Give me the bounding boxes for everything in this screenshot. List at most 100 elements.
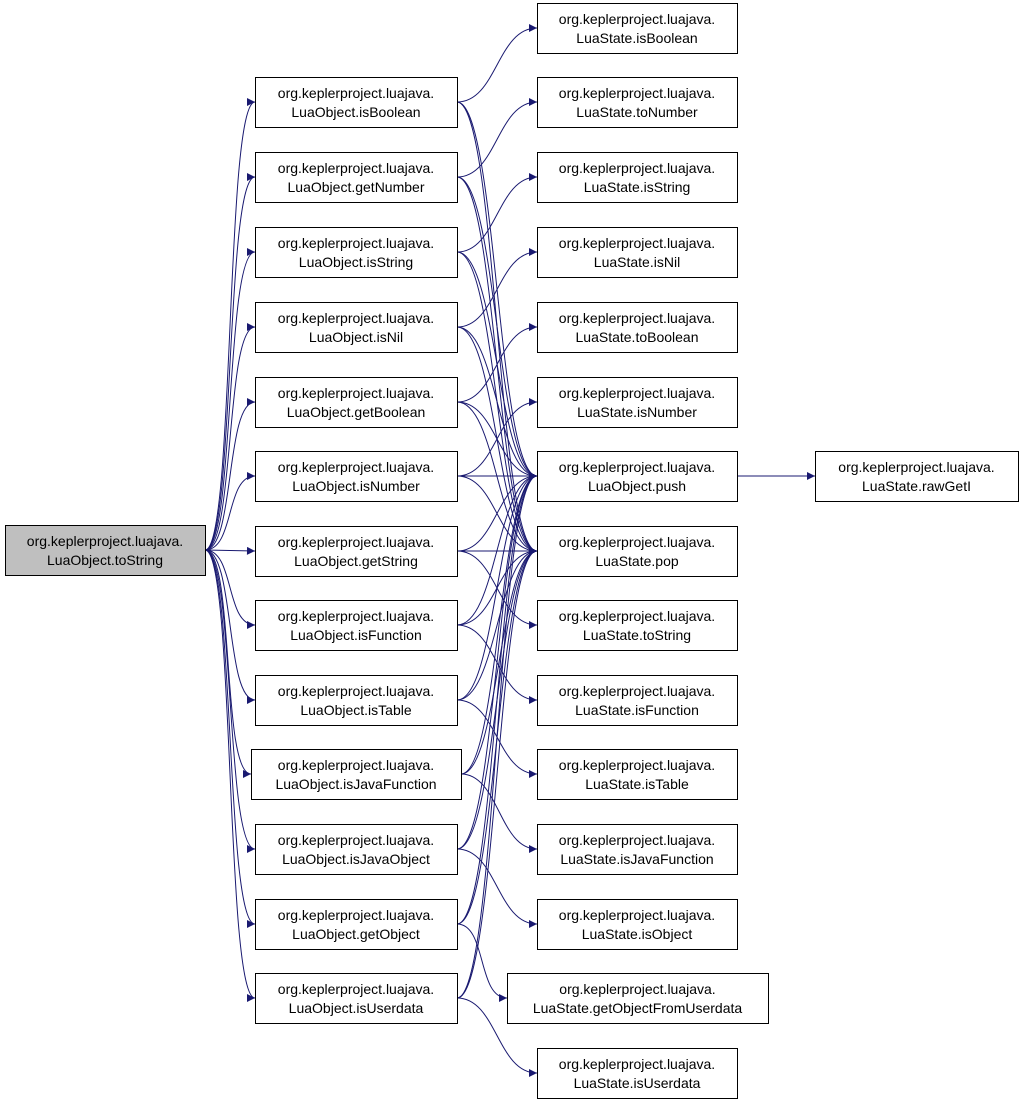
node-method-label: LuaState.getObjectFromUserdata: [533, 1000, 743, 1016]
node-package-label: org.keplerproject.luajava.: [559, 310, 715, 326]
node-method-label: LuaObject.getNumber: [288, 179, 425, 195]
edge-root-to-lo-get-string: [204, 546, 256, 555]
node-method-label: LuaObject.getString: [294, 553, 418, 569]
node-ls-is-function[interactable]: org.keplerproject.luajava.LuaState.isFun…: [537, 675, 738, 726]
node-box: [255, 899, 458, 950]
node-method-label: LuaObject.push: [588, 478, 686, 494]
node-box: [537, 824, 738, 875]
edge-lo-is-java-function-to-ls-pop: [460, 547, 538, 775]
node-package-label: org.keplerproject.luajava.: [278, 832, 434, 848]
node-lo-is-boolean[interactable]: org.keplerproject.luajava.LuaObject.isBo…: [255, 77, 458, 128]
edge-root-to-lo-is-boolean: [204, 98, 256, 551]
edge-lo-is-java-object-to-ls-is-object: [456, 848, 538, 928]
node-box: [537, 899, 738, 950]
node-method-label: LuaObject.isNumber: [292, 478, 420, 494]
node-lo-get-string[interactable]: org.keplerproject.luajava.LuaObject.getS…: [255, 526, 458, 577]
node-ls-to-boolean[interactable]: org.keplerproject.luajava. LuaState.toBoo…: [537, 302, 738, 353]
node-lo-get-object[interactable]: org.keplerproject.luajava.LuaObject.getO…: [255, 899, 458, 950]
node-package-label: org.keplerproject.luajava.: [559, 608, 715, 624]
nodes-layer: org.keplerproject.luajava. LuaObject.toSt…: [5, 3, 1019, 1099]
node-lo-is-string[interactable]: org.keplerproject.luajava.LuaObject.isSt…: [255, 227, 458, 278]
node-box: [251, 749, 462, 800]
node-package-label: org.keplerproject.luajava.: [559, 85, 715, 101]
edge-lo-get-number-to-ls-to-number: [456, 98, 538, 178]
node-box: [255, 526, 458, 577]
node-ls-is-string[interactable]: org.keplerproject.luajava.LuaState.isStr…: [537, 152, 738, 203]
node-ls-get-object-from-userdata[interactable]: org.keplerproject.luajava.LuaState.getOb…: [507, 973, 769, 1024]
edge-lo-is-string-to-ls-is-string: [456, 173, 538, 253]
node-method-label: LuaState.isNil: [594, 254, 680, 270]
node-box: [537, 526, 738, 577]
node-package-label: org.keplerproject.luajava.: [278, 757, 434, 773]
edge-root-to-lo-is-java-function: [204, 549, 252, 778]
edge-root-to-lo-is-java-object: [204, 549, 256, 853]
edge-lo-is-table-to-ls-pop: [456, 547, 538, 701]
edge-lo-get-object-to-ls-get-object-from-userdata: [456, 923, 508, 1002]
node-ls-is-nil[interactable]: org.keplerproject.luajava.LuaState.isNil: [537, 227, 738, 278]
edge-lo-is-table-to-lo-push: [456, 472, 538, 701]
edge-root-to-lo-get-number: [204, 173, 256, 551]
node-method-label: LuaObject.isBoolean: [291, 104, 420, 120]
node-package-label: org.keplerproject.luajava.: [278, 907, 434, 923]
node-box: [255, 377, 458, 428]
node-ls-is-userdata[interactable]: org.keplerproject.luajava.LuaState.isUse…: [537, 1048, 738, 1099]
node-method-label: LuaObject.isJavaObject: [282, 851, 430, 867]
node-method-label: LuaState.toBoolean: [576, 329, 699, 345]
node-ls-is-object[interactable]: org.keplerproject.luajava.LuaState.isObj…: [537, 899, 738, 950]
node-method-label: LuaState.isString: [584, 179, 691, 195]
node-ls-is-table[interactable]: org.keplerproject.luajava.LuaState.isTab…: [537, 749, 738, 800]
node-ls-to-string[interactable]: org.keplerproject.luajava. LuaState.toStr…: [537, 600, 738, 651]
edge-root-to-lo-is-table: [204, 549, 256, 704]
node-package-label: org.keplerproject.luajava.: [559, 11, 715, 27]
node-method-label: LuaObject.toString: [47, 552, 163, 568]
node-ls-pop[interactable]: org.keplerproject.luajava. LuaState.pop: [537, 526, 738, 577]
edge-lo-is-java-function-to-ls-is-java-function: [460, 773, 538, 853]
edge-lo-is-userdata-to-lo-push: [456, 472, 538, 999]
node-package-label: org.keplerproject.luajava.: [278, 160, 434, 176]
node-ls-is-boolean[interactable]: org.keplerproject.luajava.LuaState.isBoo…: [537, 3, 738, 54]
node-method-label: LuaObject.isUserdata: [289, 1000, 424, 1016]
edge-lo-is-nil-to-ls-is-nil: [456, 248, 538, 328]
node-ls-is-number[interactable]: org.keplerproject.luajava.LuaState.isNum…: [537, 377, 738, 428]
edge-root-to-lo-get-boolean: [204, 398, 256, 551]
node-package-label: org.keplerproject.luajava.: [559, 385, 715, 401]
node-package-label: org.keplerproject.luajava.: [559, 534, 715, 550]
node-lo-is-function[interactable]: org.keplerproject.luajava.LuaObject.isFu…: [255, 600, 458, 651]
node-package-label: org.keplerproject.luajava.: [278, 235, 434, 251]
node-lo-push[interactable]: org.keplerproject.luajava.LuaObject.push: [537, 451, 738, 502]
node-box: [255, 302, 458, 353]
edges-layer: [204, 24, 815, 1077]
node-package-label: org.keplerproject.luajava.: [559, 832, 715, 848]
node-box: [507, 973, 769, 1024]
node-box: [537, 1048, 738, 1099]
node-root[interactable]: org.keplerproject.luajava.LuaObject.toSt…: [5, 525, 206, 576]
node-lo-is-java-object[interactable]: org.keplerproject.luajava. LuaObject.isJa…: [255, 824, 458, 875]
edge-root-to-lo-get-object: [204, 549, 256, 928]
node-method-label: LuaObject.getBoolean: [287, 404, 426, 420]
node-box: [537, 3, 738, 54]
node-box: [255, 152, 458, 203]
node-method-label: LuaState.pop: [595, 553, 679, 569]
node-lo-get-number[interactable]: org.keplerproject.luajava. LuaObject.getN…: [255, 152, 458, 203]
node-lo-is-nil[interactable]: org.keplerproject.luajava.LuaObject.isNi…: [255, 302, 458, 353]
node-ls-is-java-function[interactable]: org.keplerproject.luajava.LuaState.isJav…: [537, 824, 738, 875]
node-box: [5, 525, 206, 576]
node-package-label: org.keplerproject.luajava.: [278, 683, 434, 699]
node-box: [537, 302, 738, 353]
node-ls-to-number[interactable]: org.keplerproject.luajava.LuaState.toNum…: [537, 77, 738, 128]
edge-lo-is-nil-to-lo-push: [456, 326, 538, 480]
edge-root-to-lo-is-number: [204, 472, 256, 551]
node-method-label: LuaObject.isNil: [309, 329, 403, 345]
node-lo-get-boolean[interactable]: org.keplerproject.luajava.LuaObject.getB…: [255, 377, 458, 428]
node-package-label: org.keplerproject.luajava.: [278, 459, 434, 475]
node-method-label: LuaState.isTable: [585, 776, 689, 792]
node-lo-is-number[interactable]: org.keplerproject.luajava. LuaObject.isNu…: [255, 451, 458, 502]
node-lo-is-table[interactable]: org.keplerproject.luajava.LuaObject.isTa…: [255, 675, 458, 726]
node-lo-is-java-function[interactable]: org.keplerproject.luajava.LuaObject.isJa…: [251, 749, 462, 800]
node-package-label: org.keplerproject.luajava.: [278, 981, 434, 997]
node-box: [255, 973, 458, 1024]
node-package-label: org.keplerproject.luajava.: [838, 459, 994, 475]
node-method-label: LuaState.toString: [583, 627, 691, 643]
node-ls-raw-get-i[interactable]: org.keplerproject.luajava.LuaState.rawGe…: [815, 451, 1019, 502]
node-lo-is-userdata[interactable]: org.keplerproject.luajava. LuaObject.isUs…: [255, 973, 458, 1024]
